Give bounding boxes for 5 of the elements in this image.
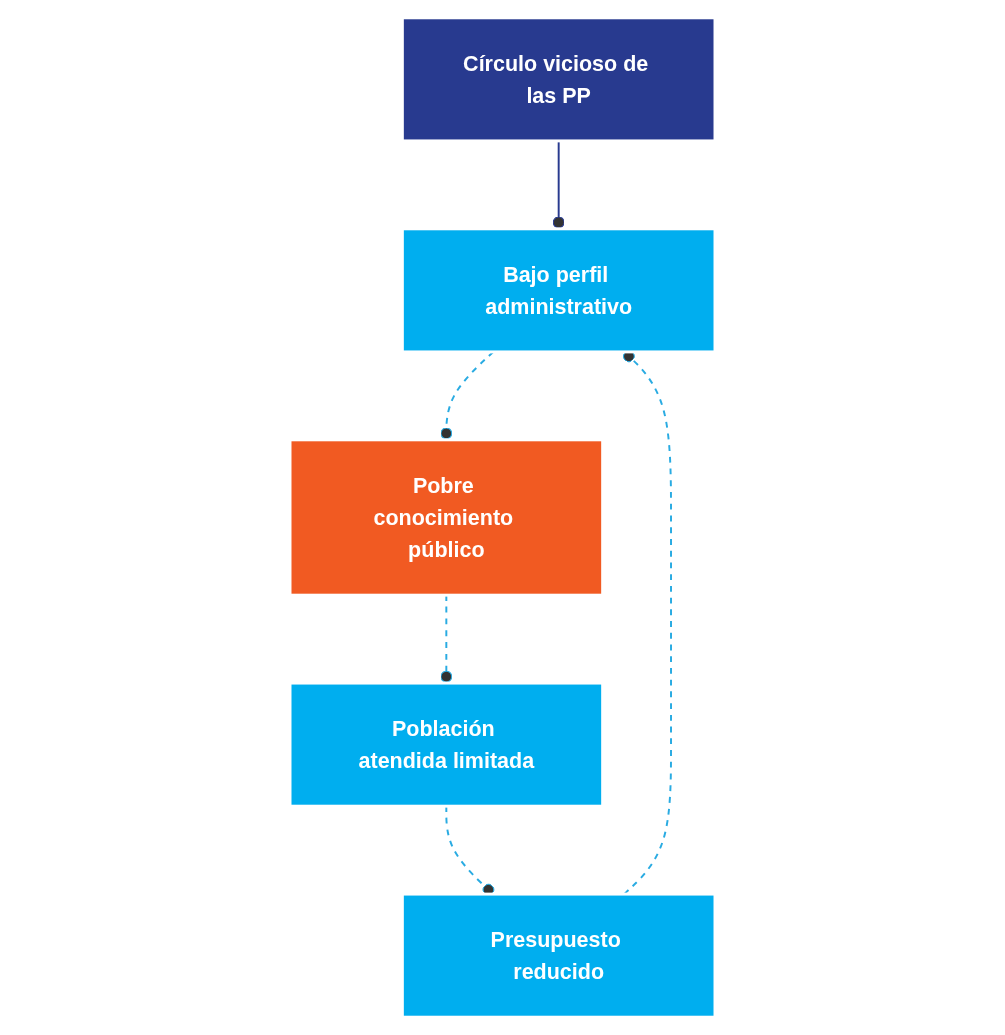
node-box: Círculo vicioso de las PP [400, 16, 717, 143]
node-box: Presupuesto reducido [400, 892, 717, 1019]
node-box: Bajo perfil administrativo [400, 227, 717, 354]
node-box: Pobre conocimiento público [288, 438, 605, 597]
node-box: Población atendida limitada [288, 681, 605, 808]
